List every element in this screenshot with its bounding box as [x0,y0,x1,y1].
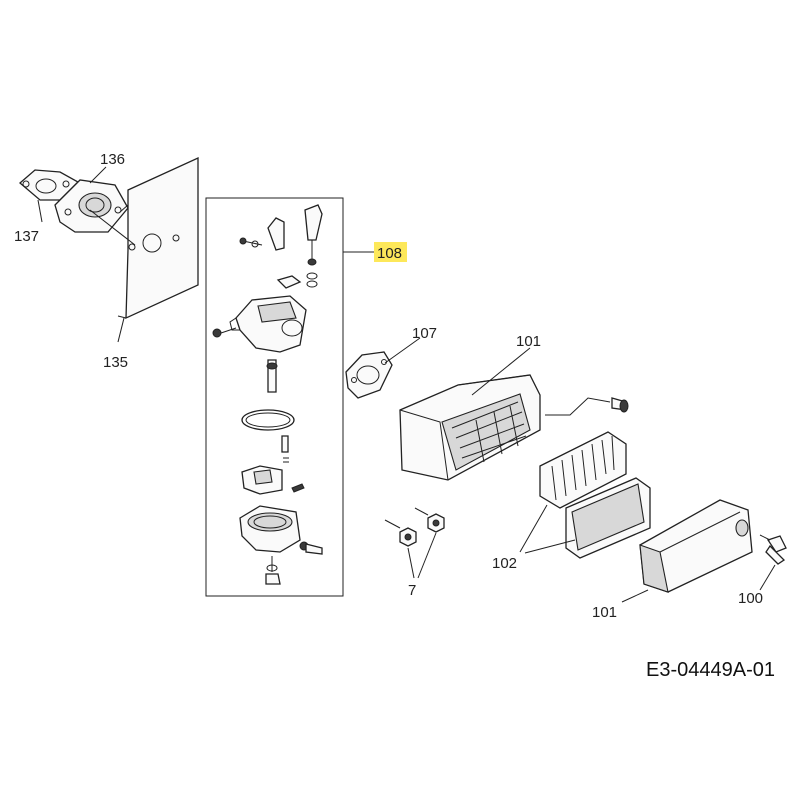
part-label-135: 135 [103,354,128,371]
carburetor-assembly [212,204,323,585]
part-label-137: 137 [14,228,39,245]
air-filter-cover [639,499,753,593]
carburetor-frame [205,197,344,597]
cover-knob [759,534,787,565]
part-label-102: 102 [492,555,517,572]
part-label-108: 108 [377,245,402,262]
air-filter-element [539,431,651,559]
part-label-101-housing: 101 [516,333,541,350]
part-label-101-cover: 101 [592,604,617,621]
part-label-107: 107 [412,325,437,342]
part-label-100: 100 [738,590,763,607]
air-filter-housing [399,374,541,481]
highlight-box [374,242,407,262]
drawing-code: E3-04449A-01 [646,659,775,681]
intake-spacer [54,179,129,233]
part-label-136: 136 [100,151,125,168]
carburetor-gasket [345,351,393,399]
heat-shield-plate [117,156,199,320]
housing-screw [545,397,629,416]
hex-nut-1 [384,519,417,547]
hex-nut-2 [414,507,445,533]
part-label-7: 7 [408,582,416,599]
